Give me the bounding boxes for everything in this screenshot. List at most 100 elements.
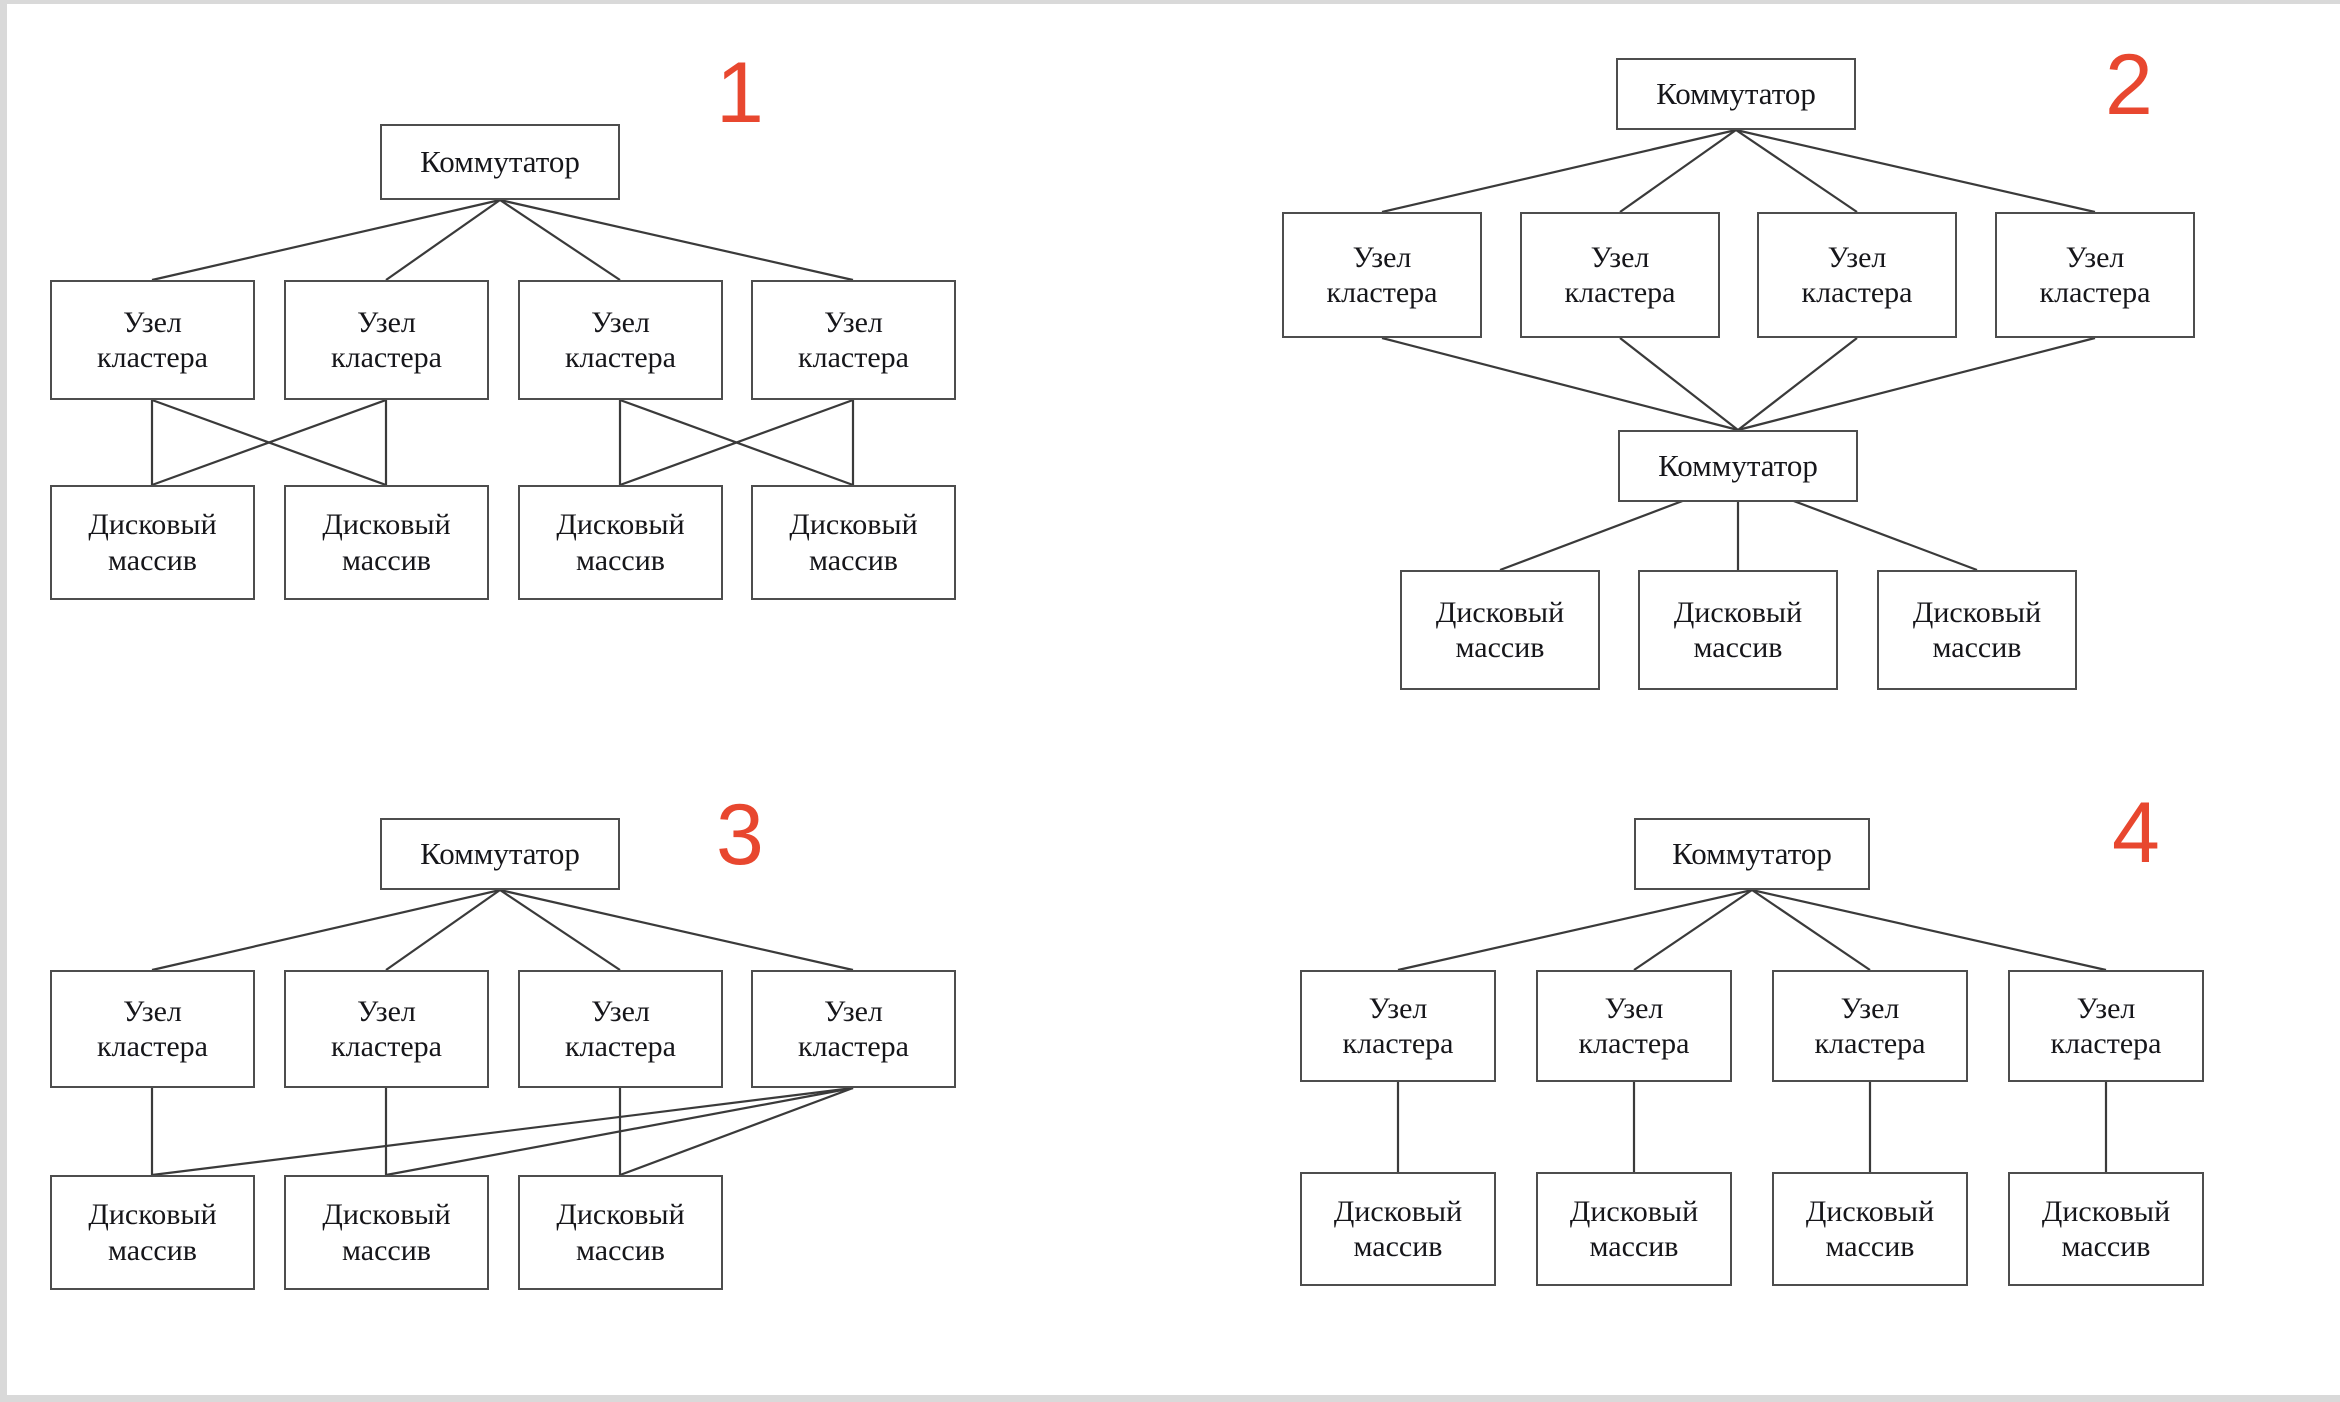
panel1-cluster-node-3: Узел кластера	[518, 280, 723, 400]
panel4-disk-array-3: Дисковый массив	[1772, 1172, 1968, 1286]
panel3-disk-array-3: Дисковый массив	[518, 1175, 723, 1290]
cluster-node-label-line2: кластера	[1578, 1027, 1690, 1060]
disk-array-label-line2: массив	[342, 1233, 431, 1267]
disk-array-label-line2: массив	[1353, 1230, 1443, 1263]
disk-array-label-line2: массив	[108, 1233, 197, 1267]
switch-label: Коммутатор	[1656, 75, 1816, 111]
disk-array-label-line2: массив	[576, 1233, 665, 1267]
disk-array-label-line2: массив	[1589, 1230, 1679, 1263]
panel4-cluster-node-4: Узел кластера	[2008, 970, 2204, 1082]
disk-array-label-line2: массив	[1825, 1230, 1915, 1263]
panel1-disk-array-2: Дисковый массив	[284, 485, 489, 600]
cluster-node-label-line2: кластера	[798, 1030, 909, 1063]
panel3-switch: Коммутатор	[380, 818, 620, 890]
cluster-node-label-line1: Узел	[1352, 240, 1412, 274]
disk-array-label-line2: массив	[108, 543, 197, 577]
switch-label: Коммутатор	[420, 143, 580, 179]
disk-array-label-line2: массив	[342, 543, 431, 577]
cluster-node-label-line2: кластера	[1326, 276, 1438, 309]
panel-number-3: 3	[716, 787, 764, 883]
cluster-node-label-line2: кластера	[1342, 1027, 1454, 1060]
panel3-disk-array-2: Дисковый массив	[284, 1175, 489, 1290]
disk-array-label-line2: массив	[2061, 1230, 2151, 1263]
cluster-node-label-line1: Узел	[591, 994, 650, 1028]
panel1-switch: Коммутатор	[380, 124, 620, 200]
cluster-node-label-line2: кластера	[331, 341, 442, 374]
disk-array-label-line1: Дисковый	[88, 1198, 217, 1232]
cluster-node-label-line1: Узел	[1590, 240, 1650, 274]
disk-array-label-line2: массив	[1693, 631, 1783, 664]
disk-array-label-line1: Дисковый	[322, 1198, 451, 1232]
disk-array-label-line1: Дисковый	[1912, 595, 2042, 629]
panel2-switch-bottom: Коммутатор	[1618, 430, 1858, 502]
panel4-switch: Коммутатор	[1634, 818, 1870, 890]
disk-array-label-line1: Дисковый	[1333, 1194, 1463, 1228]
panel1-cluster-node-2: Узел кластера	[284, 280, 489, 400]
panel4-disk-array-2: Дисковый массив	[1536, 1172, 1732, 1286]
cluster-node-label-line2: кластера	[565, 1030, 676, 1063]
cluster-node-label-line1: Узел	[824, 305, 883, 339]
panel1-disk-array-4: Дисковый массив	[751, 485, 956, 600]
cluster-node-label-line2: кластера	[97, 341, 208, 374]
panel2-cluster-node-2: Узел кластера	[1520, 212, 1720, 338]
cluster-node-label-line1: Узел	[1604, 991, 1664, 1025]
panel4-disk-array-4: Дисковый массив	[2008, 1172, 2204, 1286]
disk-array-label-line2: массив	[1932, 631, 2022, 664]
cluster-node-label-line2: кластера	[1564, 276, 1676, 309]
disk-array-label-line2: массив	[809, 543, 898, 577]
cluster-node-label-line2: кластера	[331, 1030, 442, 1063]
switch-label: Коммутатор	[1672, 835, 1832, 871]
cluster-node-label-line2: кластера	[2039, 276, 2151, 309]
panel-number-2: 2	[2105, 37, 2153, 133]
cluster-node-label-line2: кластера	[798, 341, 909, 374]
panel3-disk-array-1: Дисковый массив	[50, 1175, 255, 1290]
panel2-disk-array-2: Дисковый массив	[1638, 570, 1838, 690]
cluster-node-label-line1: Узел	[357, 305, 416, 339]
panel1-disk-array-3: Дисковый массив	[518, 485, 723, 600]
panel2-cluster-node-4: Узел кластера	[1995, 212, 2195, 338]
panel2-switch-top: Коммутатор	[1616, 58, 1856, 130]
panel1-cluster-node-1: Узел кластера	[50, 280, 255, 400]
panel4-cluster-node-3: Узел кластера	[1772, 970, 1968, 1082]
panel3-cluster-node-4: Узел кластера	[751, 970, 956, 1088]
panel3-cluster-node-2: Узел кластера	[284, 970, 489, 1088]
cluster-node-label-line1: Узел	[1827, 240, 1887, 274]
cluster-node-label-line2: кластера	[565, 341, 676, 374]
disk-array-label-line1: Дисковый	[1569, 1194, 1699, 1228]
disk-array-label-line1: Дисковый	[556, 1198, 685, 1232]
panel3-cluster-node-3: Узел кластера	[518, 970, 723, 1088]
disk-array-label-line1: Дисковый	[2041, 1194, 2171, 1228]
panel2-cluster-node-1: Узел кластера	[1282, 212, 1482, 338]
switch-label: Коммутатор	[1658, 447, 1818, 483]
disk-array-label-line1: Дисковый	[1435, 595, 1565, 629]
cluster-node-label-line1: Узел	[824, 994, 883, 1028]
disk-array-label-line1: Дисковый	[322, 508, 451, 542]
disk-array-label-line2: массив	[576, 543, 665, 577]
cluster-node-label-line1: Узел	[123, 305, 182, 339]
disk-array-label-line1: Дисковый	[1805, 1194, 1935, 1228]
panel4-disk-array-1: Дисковый массив	[1300, 1172, 1496, 1286]
panel4-cluster-node-2: Узел кластера	[1536, 970, 1732, 1082]
disk-array-label-line1: Дисковый	[88, 508, 217, 542]
cluster-node-label-line2: кластера	[2050, 1027, 2162, 1060]
disk-array-label-line1: Дисковый	[789, 508, 918, 542]
cluster-node-label-line1: Узел	[123, 994, 182, 1028]
disk-array-label-line1: Дисковый	[1673, 595, 1803, 629]
panel2-disk-array-3: Дисковый массив	[1877, 570, 2077, 690]
switch-label: Коммутатор	[420, 835, 580, 871]
disk-array-label-line1: Дисковый	[556, 508, 685, 542]
cluster-node-label-line2: кластера	[97, 1030, 208, 1063]
cluster-node-label-line1: Узел	[2076, 991, 2136, 1025]
panel-number-1: 1	[716, 45, 764, 141]
cluster-node-label-line1: Узел	[2065, 240, 2125, 274]
panel3-cluster-node-1: Узел кластера	[50, 970, 255, 1088]
cluster-node-label-line1: Узел	[591, 305, 650, 339]
cluster-node-label-line1: Узел	[357, 994, 416, 1028]
panel-number-4: 4	[2112, 785, 2160, 881]
panel1-disk-array-1: Дисковый массив	[50, 485, 255, 600]
cluster-node-label-line2: кластера	[1801, 276, 1913, 309]
cluster-node-label-line1: Узел	[1368, 991, 1428, 1025]
panel2-cluster-node-3: Узел кластера	[1757, 212, 1957, 338]
panel4-cluster-node-1: Узел кластера	[1300, 970, 1496, 1082]
cluster-node-label-line2: кластера	[1814, 1027, 1926, 1060]
